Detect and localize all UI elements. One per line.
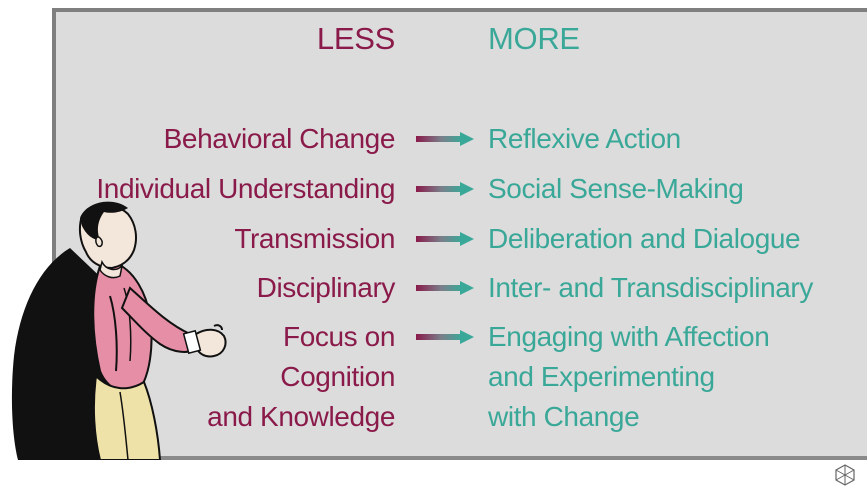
more-header: MORE: [488, 21, 580, 56]
less-header: LESS: [316, 21, 395, 56]
arrow-icon-1: [416, 132, 474, 146]
arrow-icon-2: [416, 182, 474, 196]
less-item-5-line-1: Focus on: [283, 321, 395, 352]
more-item-5-line-1: Engaging with Affection: [488, 321, 770, 352]
presenter-figure: [11, 201, 227, 460]
more-item-2: Social Sense-Making: [488, 173, 744, 204]
more-item-5-line-3: with Change: [488, 401, 640, 432]
presentation-board: [52, 8, 867, 460]
cube-logo-icon: [835, 464, 855, 486]
more-item-5-line-2: and Experimenting: [488, 361, 715, 392]
less-item-1: Behavioral Change: [163, 123, 396, 154]
less-item-2: Individual Understanding: [96, 173, 395, 204]
arrow-icon-4: [416, 281, 474, 295]
less-item-5: Focus on Cognition and Knowledge: [207, 317, 395, 437]
more-item-5: Engaging with Affection and Experimentin…: [488, 317, 770, 437]
arrow-icon-5: [416, 330, 474, 344]
more-item-1: Reflexive Action: [488, 123, 681, 154]
arrow-icon-3: [416, 232, 474, 246]
more-item-4: Inter- and Transdisciplinary: [488, 272, 813, 303]
more-item-3: Deliberation and Dialogue: [488, 223, 801, 254]
less-item-3: Transmission: [234, 223, 395, 254]
less-item-5-line-3: and Knowledge: [207, 401, 395, 432]
less-item-5-line-2: Cognition: [280, 361, 395, 392]
less-item-4: Disciplinary: [256, 272, 396, 303]
